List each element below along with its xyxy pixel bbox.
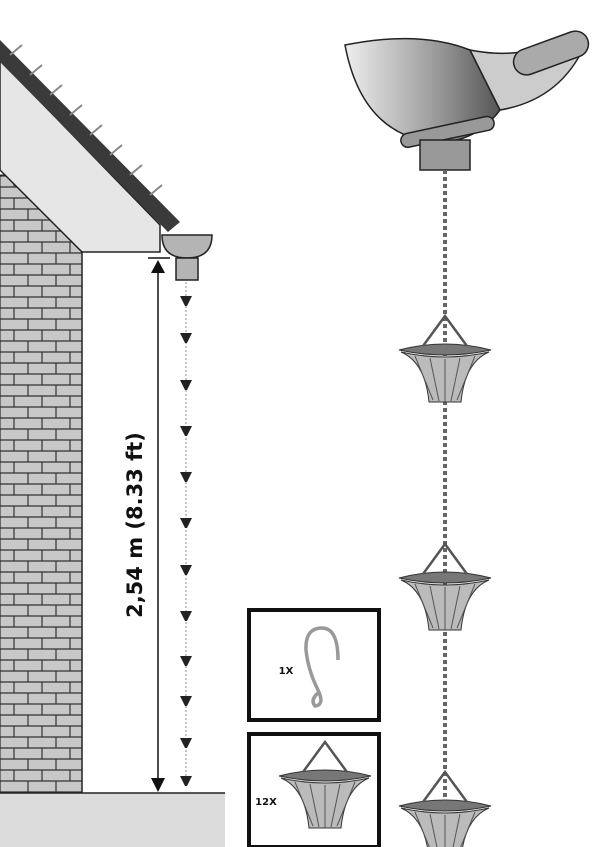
brick-wall — [0, 174, 83, 794]
inset-hook: 1X — [247, 608, 381, 722]
rain-chain-detail — [344, 30, 590, 847]
cup-quantity: 12X — [255, 797, 277, 808]
dimension-arrow — [148, 257, 170, 792]
downspout — [175, 257, 199, 281]
gutter — [161, 234, 213, 259]
ground — [0, 793, 225, 847]
roof-shingles — [0, 40, 180, 232]
s-hook-icon — [304, 626, 340, 708]
house-illustration: 2,54 m (8.33 ft) — [0, 40, 225, 847]
roof-soffit — [0, 58, 161, 253]
gutter-half-pipe — [344, 37, 501, 143]
hook-quantity: 1X — [279, 666, 294, 677]
inset-cup: 12X — [247, 732, 381, 847]
height-label: 2,54 m (8.33 ft) — [123, 432, 147, 618]
rain-cup — [397, 770, 493, 847]
small-rain-cups — [180, 296, 192, 786]
rain-cup — [397, 314, 493, 404]
gutter-outlet — [419, 139, 471, 171]
